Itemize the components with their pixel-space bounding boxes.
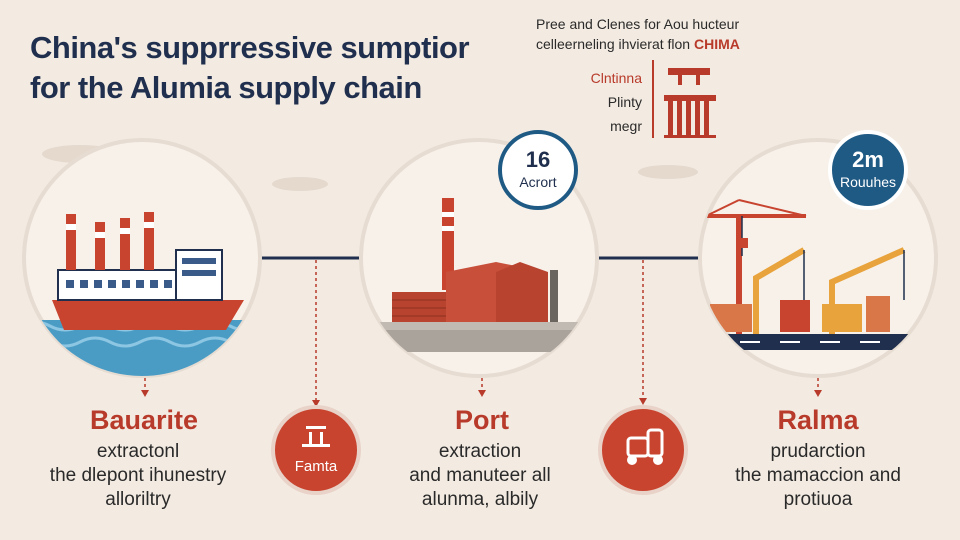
side-labels: Clntinna Plinty megr [566,66,642,138]
badge-16-circle [498,130,578,210]
badge-16: 16 Acrort [500,147,576,191]
badge-16-label: Acrort [519,174,557,190]
side-label-2: Plinty [607,94,642,110]
side-label-1: Clntinna [590,70,642,86]
badge-2m-label: Rouuhes [839,174,897,190]
title-line-1: China's supprressive sumptior [30,30,470,65]
port-icon [271,405,361,495]
subtitle: Pree and Clenes for Aou hucteur celleern… [536,14,740,54]
page-title: China's supprressive sumptior for the Al… [30,28,510,108]
side-label-3: megr [610,118,642,134]
side-divider [652,60,654,138]
dotted-arrows [144,260,819,402]
badge-16-value: 16 [525,147,551,172]
badge-2m-circle [828,130,908,210]
subtitle-highlight: CHIMA [693,36,740,52]
badge-2m-value: 2m [852,147,884,172]
ship-hull [52,300,244,330]
stage-3-title: Ralma [777,405,859,435]
subtitle-line-1: Pree and Clenes for Aou hucteur [536,16,740,32]
port-icon-label: Famta [294,458,338,475]
stage-3-desc: prudarction the mamaccion and protiuoa [735,441,901,510]
stage-1-title: Bauarite [89,405,199,435]
factory-building-icon [664,68,716,138]
ship-chimneys [66,212,154,270]
stage-2-desc: extraction and manuteer all alunma, albi… [409,441,551,510]
stage-1-desc: extractonl the dlepont ihunestry alloril… [49,441,227,510]
truck-icon [598,405,688,495]
stage-1-circle [22,138,262,378]
arrow-heads [141,390,822,407]
subtitle-line-2: celleerneling ihvierat flon CHIMA [536,36,740,52]
stage-2-title: Port [455,405,509,435]
title-line-2: for the Alumia supply chain [30,70,422,105]
badge-2m: 2m Rouuhes [830,147,906,191]
